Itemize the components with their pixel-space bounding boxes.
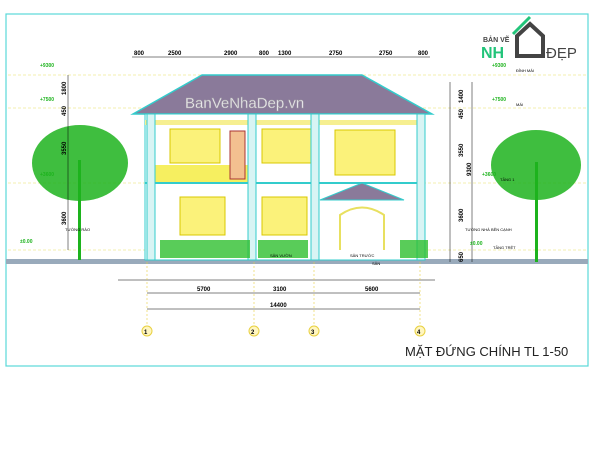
house-logo-icon <box>515 21 545 58</box>
note-neighbor-wall: TƯỜNG NHÀ BÊN CẠNH <box>465 227 512 232</box>
vertical-dim: 3550 <box>459 143 465 157</box>
planter <box>160 240 250 258</box>
total-dim: 14400 <box>270 303 287 309</box>
window <box>334 129 396 176</box>
watermark: BanVeNhaDep.vn <box>185 95 304 112</box>
level-label: TẦNG 1 <box>500 177 515 182</box>
top-dim: 1300 <box>278 51 292 57</box>
level-mark: +7500 <box>40 97 54 103</box>
axis-label: 3 <box>311 330 315 336</box>
level-mark: +9300 <box>492 63 506 69</box>
top-dim: 800 <box>418 51 429 57</box>
level-mark: ±0.00 <box>470 241 483 247</box>
level-mark: +3600 <box>40 172 54 178</box>
svg-text:NH: NH <box>481 45 504 62</box>
axis-label: 2 <box>251 330 255 336</box>
note-fence: TƯỜNG RÀO <box>65 227 90 232</box>
bottom-dim: 5600 <box>365 287 379 293</box>
porch-arch <box>339 206 385 250</box>
door <box>229 130 246 180</box>
svg-text:BẢN VẼ: BẢN VẼ <box>483 35 510 44</box>
window <box>261 196 308 236</box>
balcony-railing <box>148 165 256 182</box>
svg-text:ĐẸP: ĐẸP <box>546 45 577 62</box>
top-dim: 2750 <box>379 51 393 57</box>
level-label: MÁI <box>516 102 523 107</box>
vertical-dim: 3600 <box>62 211 68 225</box>
planter <box>400 240 428 258</box>
bottom-dim: 3100 <box>273 287 287 293</box>
ground-line <box>6 259 588 264</box>
window <box>179 196 226 236</box>
note-yard: SÂN <box>372 261 380 266</box>
window <box>169 128 221 164</box>
tree-right-icon <box>491 130 581 262</box>
level-mark: ±0.00 <box>20 239 33 245</box>
vertical-dim: 1800 <box>62 81 68 95</box>
tree-left-icon <box>32 125 128 260</box>
top-dim: 2900 <box>224 51 238 57</box>
vertical-dim: 450 <box>62 105 68 116</box>
vertical-dim: 650 <box>459 251 465 262</box>
level-mark: +7500 <box>492 97 506 103</box>
vertical-dim: 9300 <box>467 162 473 176</box>
drawing-frame <box>5 13 589 367</box>
porch-roof <box>319 182 405 201</box>
window <box>261 128 313 164</box>
vertical-dim: 450 <box>459 108 465 119</box>
top-dim: 800 <box>134 51 145 57</box>
axis-label: 4 <box>417 330 421 336</box>
top-dim: 800 <box>259 51 270 57</box>
level-mark: +3600 <box>482 172 496 178</box>
top-dim: 2750 <box>329 51 343 57</box>
house-elevation <box>130 74 435 261</box>
drawing-title: MẶT ĐỨNG CHÍNH TL 1-50 <box>405 344 568 359</box>
axis-label: 1 <box>144 330 148 336</box>
note-front-yard: SÂN TRƯỚC <box>350 253 374 258</box>
note-garden: SÂN VƯỜN <box>270 253 292 258</box>
planter <box>258 240 308 258</box>
logo: BẢN VẼ NH ĐẸP <box>481 15 577 62</box>
level-mark: +9300 <box>40 63 54 69</box>
top-dim: 2500 <box>168 51 182 57</box>
vertical-dim: 3550 <box>62 141 68 155</box>
bottom-dim: 5700 <box>197 287 211 293</box>
vertical-dim: 1400 <box>459 89 465 103</box>
level-label: ĐỈNH MÁI <box>516 68 534 73</box>
level-label: TẦNG TRỆT <box>493 245 516 250</box>
vertical-dim: 3600 <box>459 208 465 222</box>
